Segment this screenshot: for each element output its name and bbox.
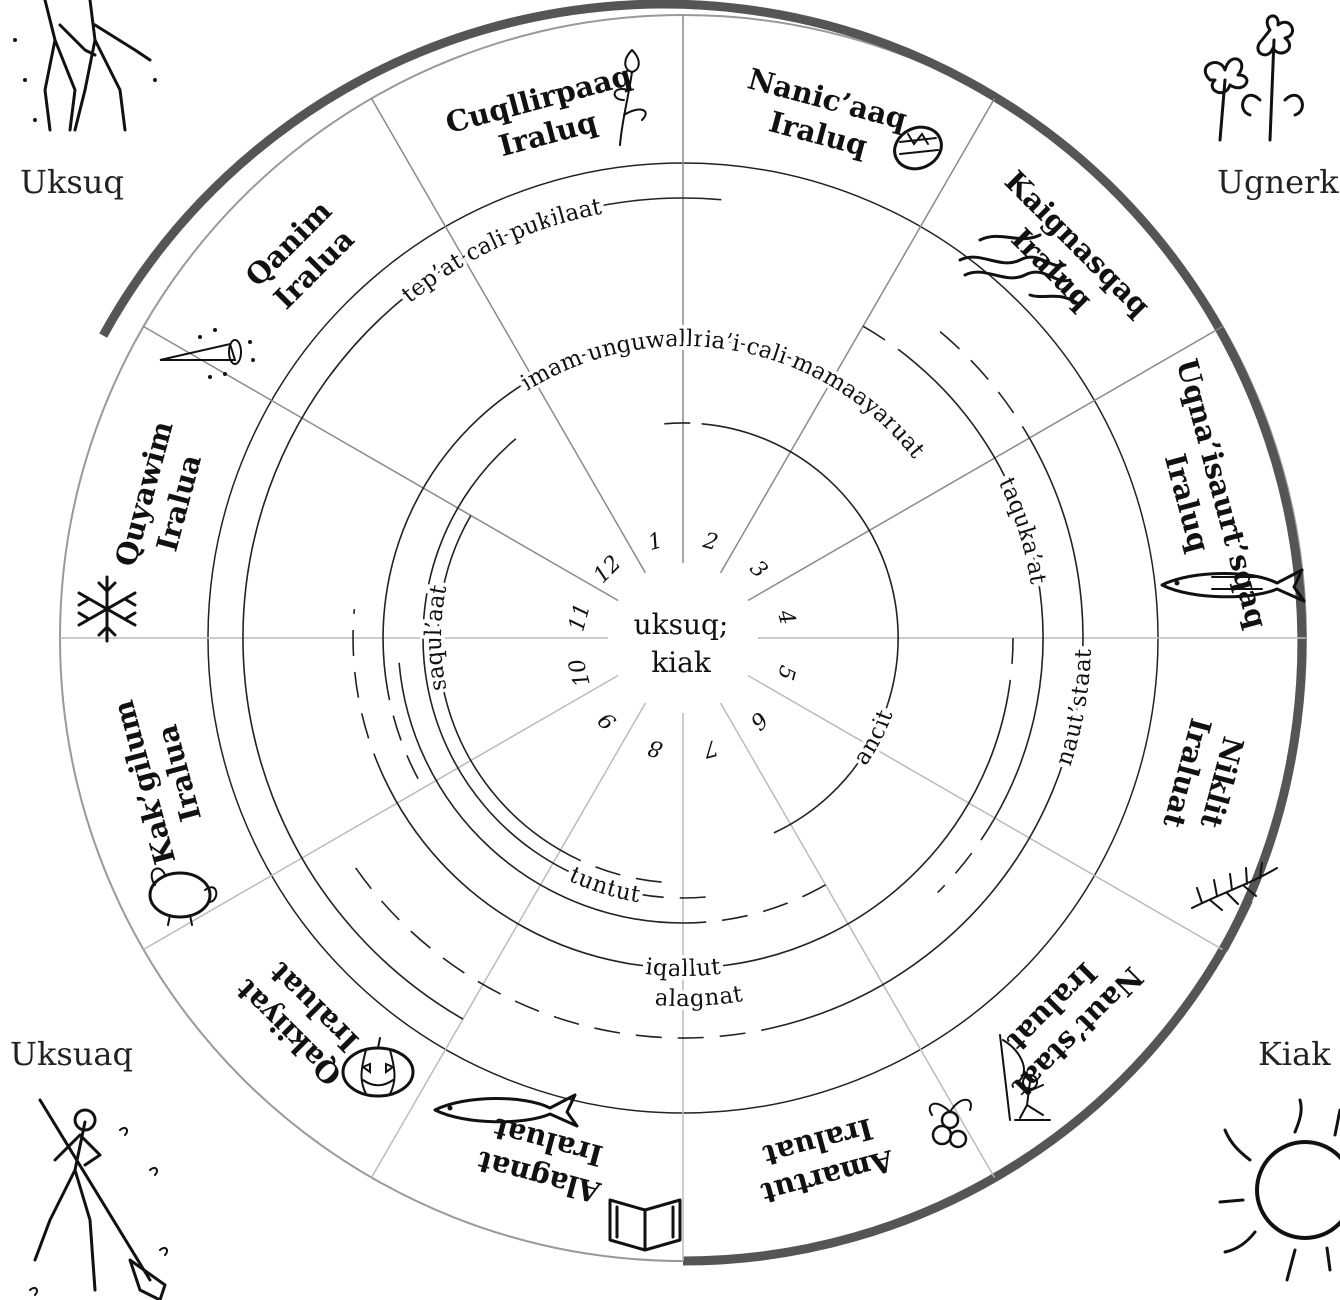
- activity-label-tuntut: tuntut: [565, 862, 642, 908]
- month-divider: [747, 325, 1223, 602]
- activity-arc-dashed: [352, 609, 385, 778]
- flowers-icon: [1203, 14, 1304, 142]
- outer-rim-thick-upper: [99, 0, 1307, 952]
- activity-label-tep-at: tep’at cali pukilaat: [397, 194, 604, 308]
- activity-arc-dashed: [354, 866, 787, 1039]
- fisherman-icon: [999, 1034, 1051, 1121]
- activity-arc-dashed: [682, 884, 826, 924]
- month-number: 7: [701, 734, 721, 762]
- sun-icon: [1218, 1098, 1340, 1282]
- month-divider: [719, 702, 996, 1178]
- month-number: 11: [564, 601, 595, 635]
- activity-arc: [786, 437, 1084, 1026]
- month-number: 10: [564, 656, 595, 690]
- pumpkin-icon: [341, 1037, 415, 1098]
- fish-icon: [1160, 568, 1306, 603]
- month-number: 6: [745, 707, 773, 735]
- activity-arcs: [242, 197, 1084, 1039]
- activity-arc: [383, 695, 1009, 969]
- center-disc: [617, 572, 749, 704]
- month-dividers: [60, 15, 1306, 1261]
- month-divider: [747, 674, 1223, 951]
- activity-arc: [437, 515, 561, 851]
- activity-label-iqallut: iqallut: [644, 954, 722, 982]
- month-number: 2: [700, 528, 721, 556]
- month-divider: [370, 702, 647, 1178]
- month-divider: [143, 325, 619, 602]
- month-number: 1: [645, 528, 665, 556]
- month-number: 5: [772, 663, 800, 683]
- activity-arc: [382, 337, 896, 691]
- season-label-kiak: Kiak: [1258, 1035, 1331, 1073]
- activity-label-alagnat: alagnat: [654, 981, 745, 1012]
- activity-labels: tep’at cali pukilaat imam unguwallria’i c…: [394, 190, 1101, 1015]
- dancing-couple-icon: [13, 0, 157, 132]
- activity-arc: [701, 423, 899, 834]
- activity-label-taquka-at: taquka’at: [993, 473, 1051, 586]
- activity-arc-dashed: [1007, 637, 1014, 696]
- melting-water-icon: [958, 233, 1082, 307]
- month-number: 12: [589, 551, 626, 588]
- month-number: 4: [772, 606, 800, 627]
- book-icon: [608, 1198, 682, 1252]
- activity-arc: [398, 662, 684, 924]
- month-divider: [719, 98, 996, 574]
- outer-rim-thick-lower: [682, 898, 1253, 1266]
- activity-arc: [242, 197, 722, 1020]
- leaf-raker-icon: [29, 1098, 169, 1300]
- center-label-line1: uksuq;: [634, 608, 729, 641]
- season-label-ugnerkaq: Ugnerk: [1217, 163, 1339, 201]
- activity-label-naut-staat: naut’staat: [1051, 648, 1097, 769]
- rose-icon: [613, 49, 647, 146]
- month-number: 8: [645, 734, 665, 762]
- activity-label-imam: imam unguwallria’i cali mamaayaruat: [517, 326, 930, 464]
- month-icons: [77, 49, 1306, 1252]
- center-label-line2: kiak: [651, 646, 712, 679]
- easter-egg-icon: [893, 125, 943, 171]
- activity-arc: [422, 438, 595, 884]
- activity-arc-dashed: [937, 817, 996, 894]
- activity-arc-dashed: [862, 325, 915, 363]
- activity-arc-dashed: [593, 881, 706, 899]
- activity-arc-dashed: [560, 849, 662, 883]
- noisemaker-horn-icon: [159, 328, 255, 379]
- activity-arc-dashed: [664, 422, 702, 425]
- month-divider: [370, 98, 647, 574]
- activity-arc: [913, 361, 1044, 819]
- month-number: 3: [745, 556, 773, 584]
- fish-icon: [433, 1093, 579, 1128]
- season-label-uksuaq: Uksuaq: [10, 1035, 133, 1073]
- month-number: 9: [594, 707, 622, 735]
- turkey-icon: [148, 867, 218, 926]
- season-label-uksuq: Uksuq: [20, 163, 124, 201]
- activity-arc-dashed: [939, 330, 1031, 439]
- activity-arc-dashed: [386, 689, 419, 780]
- berries-icon: [928, 1098, 972, 1149]
- grass-icon: [1191, 862, 1278, 911]
- snowflake-icon: [77, 575, 137, 643]
- month-divider: [143, 674, 619, 951]
